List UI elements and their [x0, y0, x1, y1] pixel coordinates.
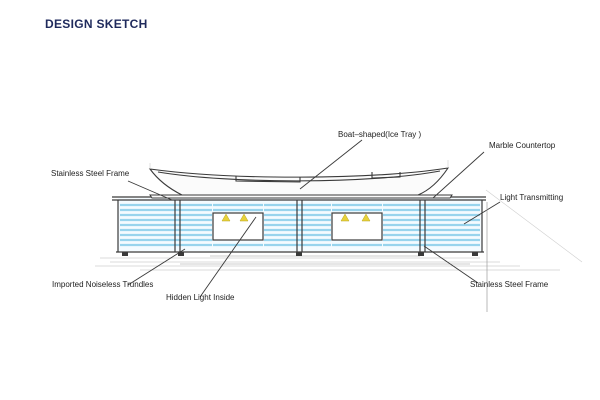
label-imported-noiseless-trundles: Imported Noiseless Trundles: [52, 280, 154, 289]
trundle-wheels: [122, 252, 478, 256]
label-light-transmitting: Light Transmitting: [500, 193, 564, 202]
light-transmitting-stripes: [120, 203, 480, 247]
label-hidden-light-inside: Hidden Light Inside: [166, 293, 235, 302]
boat-ice-tray: [148, 167, 450, 196]
label-boat-shaped-ice-tray: Boat–shaped(Ice Tray ): [338, 130, 422, 139]
leader-lines: [127, 139, 501, 312]
label-marble-countertop: Marble Countertop: [489, 141, 556, 150]
lamp-icon: [340, 213, 350, 222]
lamp-icon: [239, 213, 249, 222]
label-stainless-steel-frame-top: Stainless Steel Frame: [51, 169, 130, 178]
lamp-icon: [361, 213, 371, 222]
window-right: [331, 212, 383, 241]
page-title: DESIGN SKETCH: [45, 17, 148, 31]
construction-lines: [149, 160, 583, 263]
window-left: [212, 212, 264, 241]
lamp-icon: [221, 213, 231, 222]
floor-shadow: [95, 255, 560, 271]
label-stainless-steel-frame-bottom: Stainless Steel Frame: [470, 280, 549, 289]
